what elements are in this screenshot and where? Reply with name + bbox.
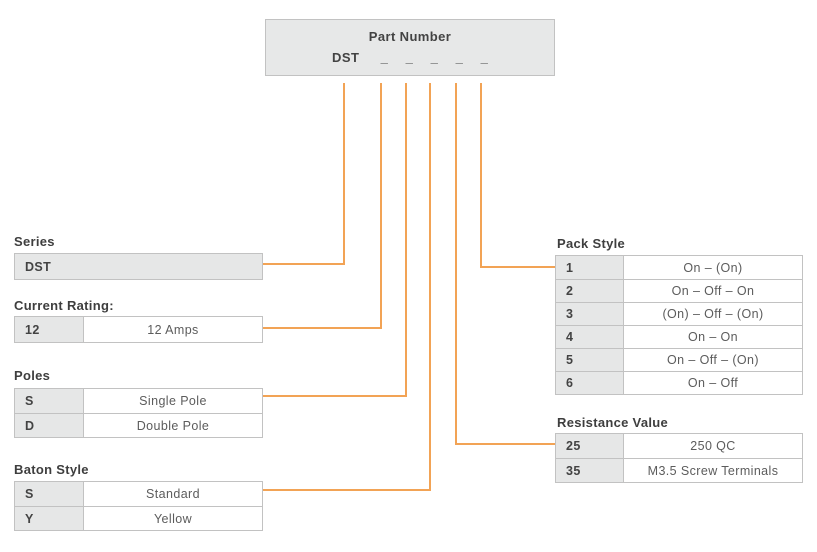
part-number-blank: _ bbox=[455, 50, 464, 65]
connector-series bbox=[263, 83, 345, 265]
poles-table: S Single Pole D Double Pole bbox=[14, 388, 263, 438]
part-number-blank: _ bbox=[480, 50, 489, 65]
row-code: 5 bbox=[556, 349, 624, 371]
table-row: 4 On – On bbox=[556, 325, 802, 348]
table-row: S Standard bbox=[15, 482, 262, 506]
series-label: Series bbox=[14, 234, 55, 249]
row-value: Yellow bbox=[153, 511, 193, 526]
pack-style-label: Pack Style bbox=[557, 236, 626, 251]
table-row: 5 On – Off – (On) bbox=[556, 348, 802, 371]
part-number-title: Part Number bbox=[368, 29, 452, 44]
row-code: DST bbox=[15, 254, 262, 279]
connector-rating bbox=[263, 83, 382, 329]
row-code: 4 bbox=[556, 326, 624, 348]
current-rating-label: Current Rating: bbox=[14, 298, 114, 313]
row-code: 6 bbox=[556, 372, 624, 394]
row-code: 3 bbox=[556, 303, 624, 325]
part-number-code: DST _ _ _ _ _ bbox=[332, 50, 504, 65]
row-value: Single Pole bbox=[139, 394, 207, 408]
row-code: 2 bbox=[556, 280, 624, 302]
baton-style-label: Baton Style bbox=[14, 462, 89, 477]
row-value: On – (On) bbox=[683, 260, 743, 275]
row-value: On – On bbox=[687, 330, 739, 344]
table-row: 35 M3.5 Screw Terminals bbox=[556, 458, 802, 482]
row-value: Standard bbox=[146, 487, 200, 501]
table-row: 25 250 QC bbox=[556, 434, 802, 458]
poles-label: Poles bbox=[14, 368, 51, 383]
baton-style-table: S Standard Y Yellow bbox=[14, 481, 263, 531]
row-code: S bbox=[15, 482, 84, 506]
table-row: D Double Pole bbox=[15, 413, 262, 437]
part-number-blank: _ bbox=[405, 50, 414, 65]
table-row: S Single Pole bbox=[15, 389, 262, 413]
part-number-blank: _ bbox=[380, 50, 389, 65]
table-row: DST bbox=[15, 254, 262, 279]
row-code: Y bbox=[15, 507, 84, 530]
table-row: 6 On – Off bbox=[556, 371, 802, 394]
row-code: 1 bbox=[556, 256, 624, 279]
pack-style-table: 1 On – (On) 2 On – Off – On 3 (On) – Off… bbox=[555, 255, 803, 395]
table-row: 3 (On) – Off – (On) bbox=[556, 302, 802, 325]
series-table: DST bbox=[14, 253, 263, 280]
row-code: 12 bbox=[15, 317, 84, 342]
row-code: S bbox=[15, 389, 84, 413]
part-number-blanks: _ _ _ _ _ bbox=[379, 50, 504, 65]
table-row: 1 On – (On) bbox=[556, 256, 802, 279]
row-code: 25 bbox=[556, 434, 624, 458]
row-value: (On) – Off – (On) bbox=[662, 307, 764, 321]
table-row: Y Yellow bbox=[15, 506, 262, 530]
table-row: 12 12 Amps bbox=[15, 317, 262, 342]
connector-baton bbox=[263, 83, 431, 491]
row-value: On – Off bbox=[687, 376, 739, 390]
row-value: 12 Amps bbox=[147, 322, 199, 337]
connector-resistance bbox=[455, 83, 556, 445]
table-row: 2 On – Off – On bbox=[556, 279, 802, 302]
resistance-value-label: Resistance Value bbox=[557, 415, 669, 430]
row-code: 35 bbox=[556, 459, 624, 482]
row-value: On – Off – On bbox=[671, 284, 755, 298]
row-value: On – Off – (On) bbox=[667, 353, 759, 367]
row-value: M3.5 Screw Terminals bbox=[647, 463, 779, 478]
row-value: 250 QC bbox=[690, 439, 736, 453]
row-code: D bbox=[15, 414, 84, 437]
part-number-blank: _ bbox=[430, 50, 439, 65]
current-rating-table: 12 12 Amps bbox=[14, 316, 263, 343]
connector-poles bbox=[263, 83, 407, 397]
connector-pack bbox=[480, 83, 556, 268]
part-number-prefix: DST bbox=[332, 50, 360, 65]
part-number-box: Part Number DST _ _ _ _ _ bbox=[265, 19, 555, 76]
row-value: Double Pole bbox=[136, 418, 210, 433]
resistance-value-table: 25 250 QC 35 M3.5 Screw Terminals bbox=[555, 433, 803, 483]
